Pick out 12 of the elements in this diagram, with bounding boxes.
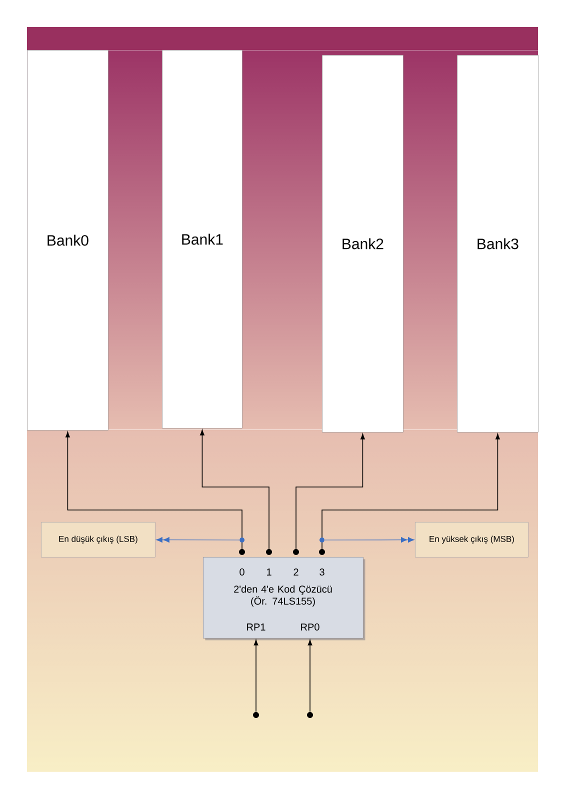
arrow [296, 434, 365, 550]
memory-bank-box: Bank0 [27, 50, 108, 430]
arrow [156, 537, 240, 543]
memory-bank-box: Bank2 [322, 55, 404, 432]
arrow [324, 537, 414, 543]
memory-bank-box: Bank3 [457, 55, 538, 432]
arrow [254, 640, 258, 712]
arrow [308, 640, 312, 712]
memory-bank-box: Bank1 [162, 50, 242, 428]
arrow [200, 430, 270, 550]
output-box: En düşük çıkış (LSB) [41, 522, 156, 558]
output-box: En yüksek çıkış (MSB) [415, 522, 528, 558]
